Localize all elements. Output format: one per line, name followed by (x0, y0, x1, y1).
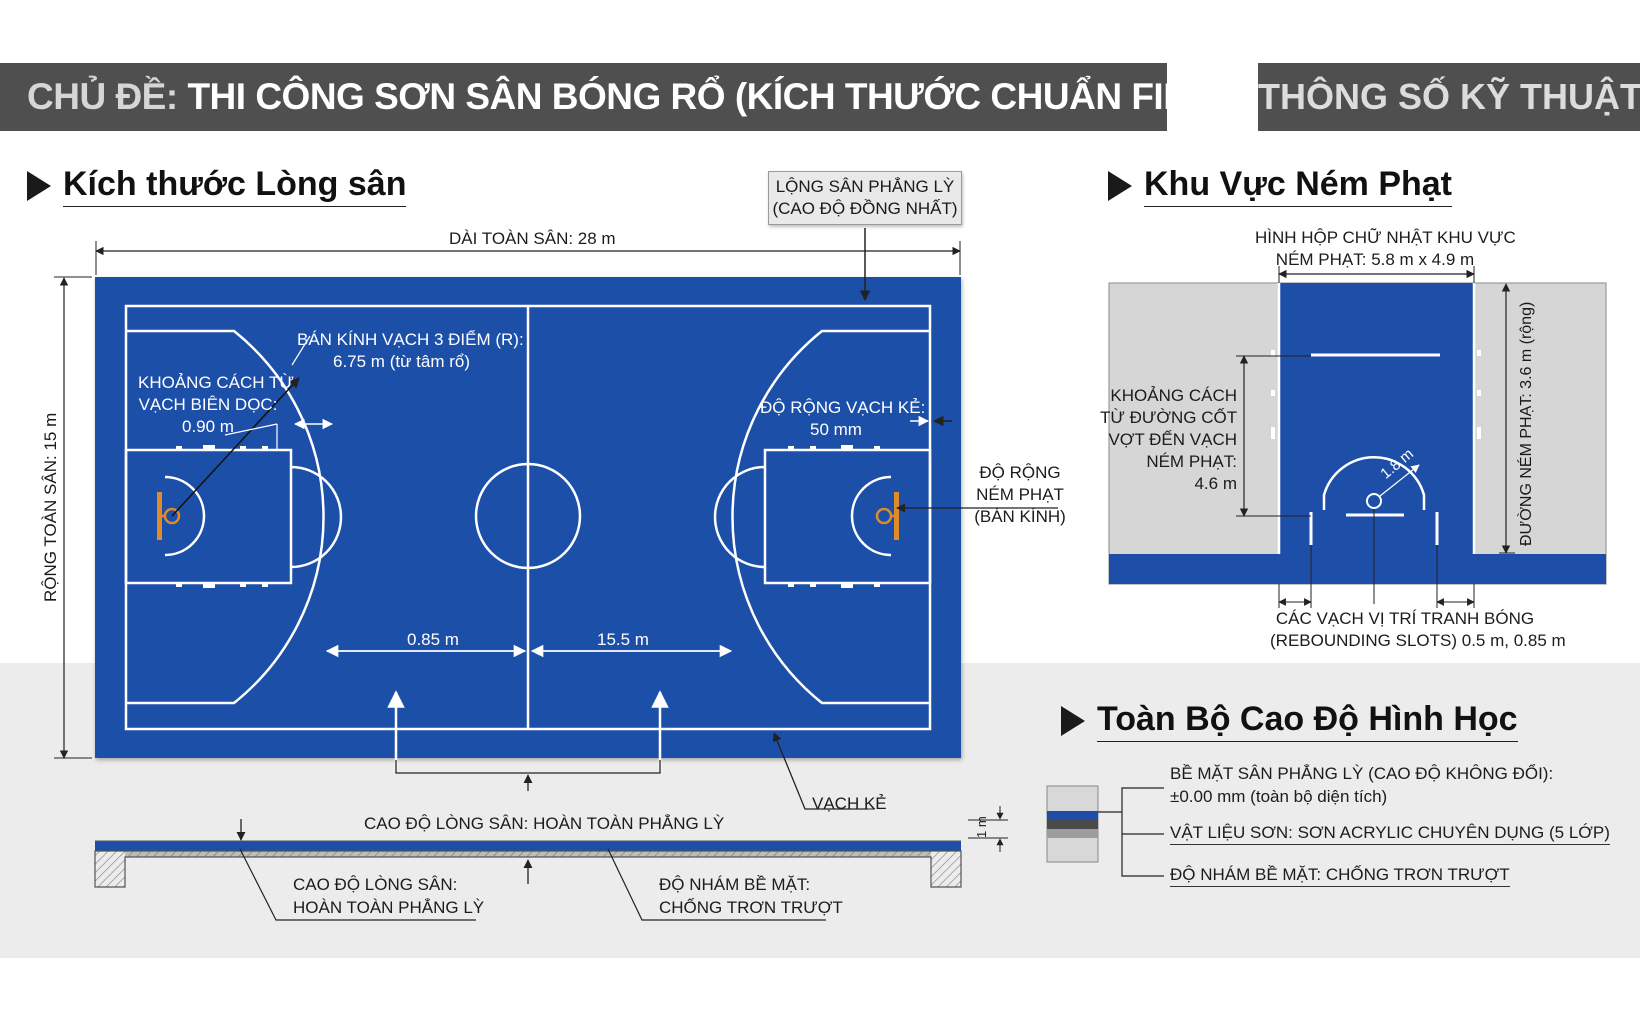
section-arrow-icon (1061, 706, 1085, 736)
spec-title-bar: THÔNG SỐ KỸ THUẬT (1258, 63, 1640, 131)
dim-left-label: 0.85 m (407, 630, 459, 649)
section-arrow-icon (1108, 171, 1132, 201)
section-level-line1: CAO ĐỘ LÒNG SÂN: (293, 875, 458, 894)
geometry-item-3: ĐỘ NHÁM BỀ MẶT: CHỐNG TRƠN TRƯỢT (1170, 864, 1510, 887)
lane-hash-marks (176, 445, 880, 588)
three-point-leader (291, 335, 311, 366)
thickness-mark: 1 m (974, 816, 989, 838)
layer-swatch (1046, 785, 1099, 863)
right-hoop-icon (875, 492, 899, 540)
ft-baseline-value: 4.6 m (1194, 474, 1237, 493)
free-throw-width-line3: (BÁN KÍNH) (974, 507, 1066, 526)
dim-right-label: 15.5 m (597, 630, 649, 649)
flat-court-callout-line2: (CAO ĐỘ ĐỒNG NHẤT) (772, 199, 958, 218)
section-level-leader (239, 848, 476, 921)
flat-court-callout: LỘNG SÂN PHẲNG LỲ (CAO ĐỘ ĐỒNG NHẤT) (768, 171, 962, 225)
sideline-distance-leader (224, 423, 278, 436)
ft-baseline-line2: TỪ ĐƯỜNG CỐT (1100, 408, 1238, 427)
section-free-throw: Khu Vực Ném Phạt (1108, 165, 1453, 207)
section-level-line2: HOÀN TOÀN PHẲNG LỲ (293, 898, 485, 917)
ft-baseline-line4: NÉM PHẠT: (1146, 452, 1237, 471)
geometry-item-1-line2: ±0.00 mm (toàn bộ diện tích) (1170, 787, 1388, 806)
court-width-label: RỘNG TOÀN SÂN: 15 m (41, 412, 60, 602)
section-roughness-line1: ĐỘ NHÁM BỀ MẶT: (659, 875, 811, 894)
section-roughness-leader (607, 848, 826, 921)
section-court-size-label: Kích thước Lòng sân (63, 165, 407, 207)
section-court-size: Kích thước Lòng sân (27, 165, 407, 207)
free-throw-width-line1: ĐỘ RỘNG (979, 463, 1061, 482)
section-arrow-icon (27, 171, 51, 201)
surface-level-label: CAO ĐỘ LÒNG SÂN: HOÀN TOÀN PHẲNG LỲ (364, 814, 725, 833)
line-width-label: ĐỘ RỘNG VẠCH KẺ: (760, 398, 926, 417)
sideline-distance-line2: VẠCH BIÊN DỌC: (138, 395, 278, 414)
ft-baseline-line3: VỢT ĐẾN VẠCH (1108, 430, 1237, 449)
left-hoop-icon (157, 492, 181, 540)
section-free-throw-label: Khu Vực Ném Phạt (1144, 165, 1453, 207)
topic-title: THI CÔNG SƠN SÂN BÓNG RỔ (KÍCH THƯỚC CHU… (187, 76, 1228, 117)
geometry-item-1-line1: BỀ MẶT SÂN PHẲNG LỲ (CAO ĐỘ KHÔNG ĐỔI): (1170, 764, 1554, 783)
ft-rect-line1: HÌNH HỘP CHỮ NHẬT KHU VỰC (1255, 228, 1516, 247)
section-roughness-line2: CHỐNG TRƠN TRƯỢT (659, 898, 843, 917)
three-point-radius-line (171, 377, 300, 517)
free-throw-width-line2: NÉM PHẠT (976, 485, 1064, 504)
line-marking-label: VẠCH KẺ (812, 794, 887, 813)
geometry-leader (1121, 787, 1164, 877)
three-point-radius-line2: 6.75 m (từ tâm rổ) (333, 352, 471, 371)
section-geometry-label: Toàn Bộ Cao Độ Hình Học (1097, 700, 1518, 742)
sideline-distance-line1: KHOẢNG CÁCH TỪ (138, 373, 294, 392)
level-bracket (395, 760, 661, 774)
court-cross-section (94, 840, 962, 888)
three-point-radius-line1: BÁN KÍNH VẠCH 3 ĐIỂM (R): (297, 330, 524, 349)
flat-court-callout-line1: LỘNG SÂN PHẲNG LỲ (775, 177, 955, 196)
topic-title-bar: CHỦ ĐỀ: THI CÔNG SƠN SÂN BÓNG RỔ (KÍCH T… (0, 63, 1228, 131)
ft-rebound-line2: (REBOUNDING SLOTS) 0.5 m, 0.85 m (1270, 631, 1566, 650)
geometry-item-2: VẬT LIỆU SƠN: SƠN ACRYLIC CHUYÊN DỤNG (5… (1170, 822, 1610, 845)
line-width-value: 50 mm (810, 420, 862, 439)
topic-prefix: CHỦ ĐỀ: (27, 76, 178, 117)
ft-rebound-line1: CÁC VẠCH VỊ TRÍ TRANH BÓNG (1275, 609, 1535, 628)
ft-lane-width-label: ĐƯỜNG NÉM PHẠT: 3.6 m (rộng) (1518, 301, 1535, 546)
sideline-distance-value: 0.90 m (182, 417, 234, 436)
free-throw-panel (1108, 282, 1607, 585)
ft-baseline-line1: KHOẢNG CÁCH (1110, 386, 1237, 405)
court-length-label: DÀI TOÀN SÂN: 28 m (449, 229, 616, 248)
section-geometry: Toàn Bộ Cao Độ Hình Học (1061, 700, 1518, 742)
ft-rect-line2: NÉM PHẠT: 5.8 m x 4.9 m (1275, 250, 1475, 269)
